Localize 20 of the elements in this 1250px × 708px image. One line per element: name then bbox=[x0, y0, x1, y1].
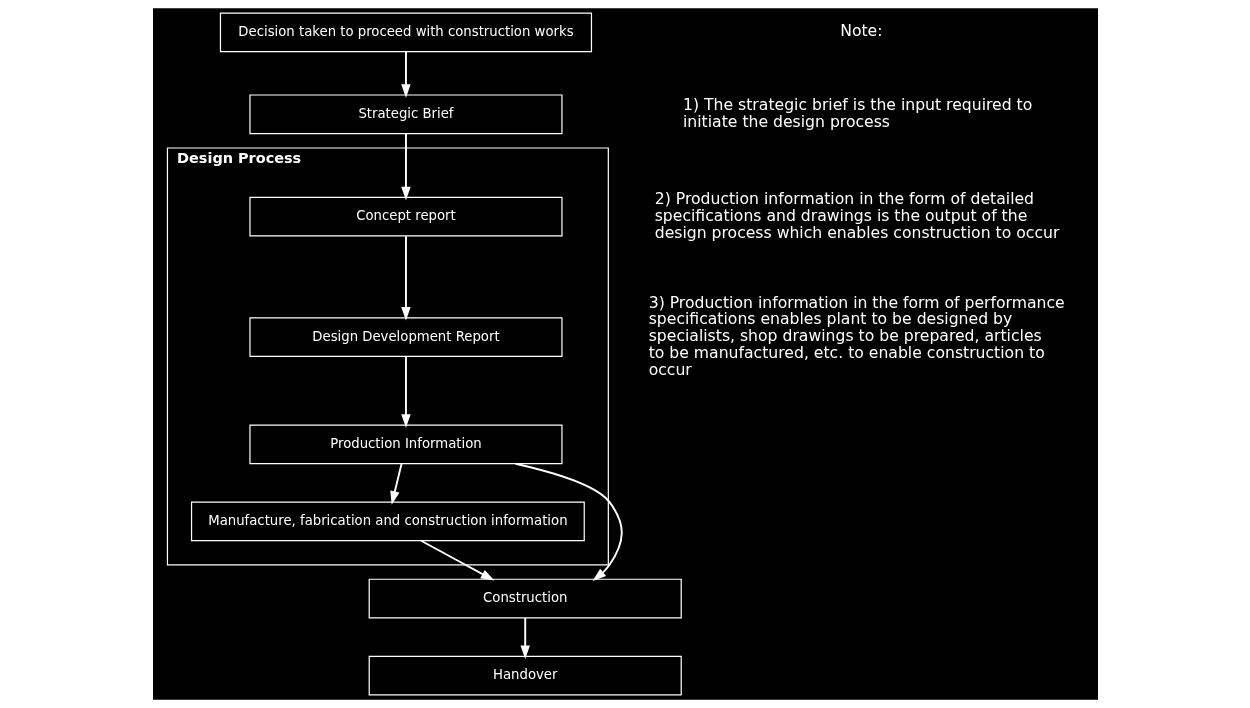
node-box: Handover bbox=[368, 655, 682, 696]
arrow bbox=[400, 51, 411, 98]
node-box: Decision taken to proceed with construction works bbox=[219, 12, 592, 53]
arrow bbox=[520, 616, 530, 659]
node-box: Manufacture, fabrication and construction information bbox=[190, 501, 585, 542]
label: 1) The strategic brief is the input required to initiate the design process bbox=[682, 94, 1032, 131]
label: 3) Production information in the form of performance specifications enables plant to be designed by specialists, shop drawings to be prepared, articles to be manufactured, etc. to enable construction to occur bbox=[648, 292, 1065, 379]
arrow bbox=[389, 462, 403, 505]
label: 2) Production information in the form of detailed specifications and drawings is the output of the design process which enables construction to occur bbox=[654, 188, 1059, 242]
arrow bbox=[419, 539, 494, 581]
arrow bbox=[400, 355, 411, 428]
node-box: Construction bbox=[368, 578, 682, 619]
label: Note: bbox=[839, 21, 883, 41]
node-box: Concept report bbox=[248, 196, 563, 237]
arrow bbox=[400, 132, 411, 201]
arrow bbox=[400, 235, 411, 321]
node-box: Production Information bbox=[248, 424, 563, 465]
arrow bbox=[514, 462, 623, 581]
node-box: Strategic Brief bbox=[248, 94, 563, 135]
node-box: Design Development Report bbox=[248, 317, 563, 357]
